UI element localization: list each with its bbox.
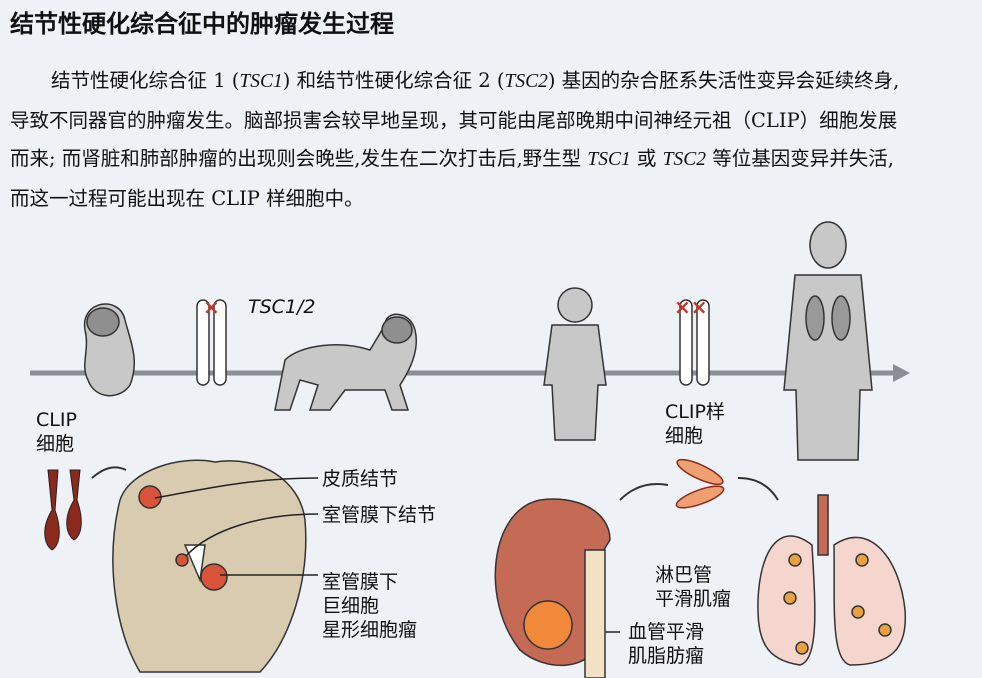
text: 或	[630, 147, 663, 170]
page-title: 结节性硬化综合征中的肿瘤发生过程	[10, 10, 394, 38]
angiomyolipoma-label: 血管平滑肌脂肪瘤	[628, 621, 705, 667]
timeline-arrowhead	[893, 364, 910, 382]
gene-name: TSC2	[662, 149, 706, 170]
sega-label: 室管膜下巨细胞星形细胞瘤	[322, 571, 418, 641]
clip-like-cell-label: CLIP样细胞	[665, 401, 725, 447]
gene-label: TSC1/2	[248, 296, 316, 318]
chromosome-pair-icon	[679, 299, 710, 386]
child-silhouette-icon	[543, 287, 607, 441]
text: 而来; 而肾脏和肺部肿瘤的出现则会晚些,发生在二次打击后,野生型	[10, 147, 588, 170]
mutation-mark: ××	[674, 295, 708, 319]
fetus-icon	[84, 303, 136, 397]
text: 导致不同器官的肿瘤发生。脑部损害会较早地呈现，其可能由尾部晚期中间神经元祖（CL…	[10, 108, 898, 132]
description-paragraph: 结节性硬化综合征 1 (TSC1) 和结节性硬化综合征 2 (TSC2) 基因的…	[10, 62, 899, 218]
cortical-tuber-label: 皮质结节	[322, 468, 399, 490]
lungs-icon	[757, 494, 907, 666]
kidney-icon	[494, 498, 611, 678]
adult-silhouette-icon	[783, 221, 873, 461]
chromosome-pair-icon	[196, 299, 227, 386]
clip-like-cell-icon	[675, 458, 725, 509]
gene-name: TSC1	[587, 149, 631, 170]
arrow-icon	[737, 477, 779, 501]
arrow-icon	[91, 466, 127, 479]
clip-cell-icon	[44, 469, 82, 551]
brain-section-icon	[112, 459, 307, 673]
text: ) 和结节性硬化综合征 2 (	[282, 69, 505, 92]
gene-name: TSC1	[239, 71, 283, 92]
gene-name: TSC2	[504, 71, 548, 92]
text: ) 基因的杂合胚系失活性变异会延续终身,	[547, 69, 900, 92]
infant-icon	[274, 313, 417, 411]
mutation-mark: ×	[203, 295, 220, 319]
arrow-icon	[619, 483, 669, 501]
text: 而这一过程可能出现在 CLIP 样细胞中。	[10, 186, 364, 210]
lam-label: 淋巴管平滑肌瘤	[655, 564, 732, 610]
text: 等位基因变异并失活,	[706, 147, 894, 170]
text: 结节性硬化综合征 1 (	[51, 69, 240, 92]
subependymal-nodule-label: 室管膜下结节	[322, 504, 437, 526]
